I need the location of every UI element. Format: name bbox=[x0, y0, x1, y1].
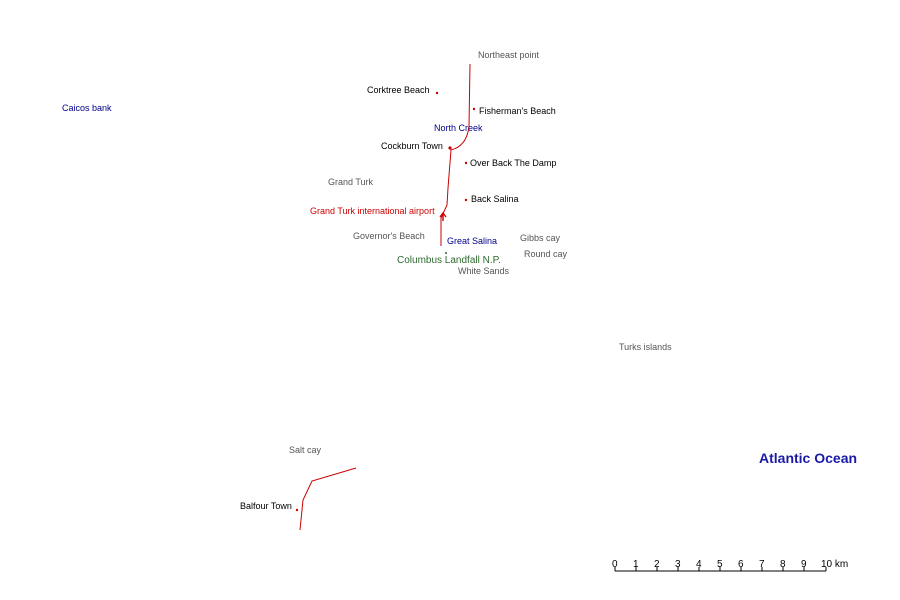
scale-tick-label: 5 bbox=[717, 559, 723, 570]
airport-label[interactable]: Grand Turk international airport bbox=[310, 206, 435, 216]
scale-tick-label: 2 bbox=[654, 559, 660, 570]
fishermans-beach-marker bbox=[472, 107, 476, 111]
salt-cay-road bbox=[299, 467, 357, 531]
over-back-the-damp-marker bbox=[464, 161, 468, 165]
grand-turk-road bbox=[440, 63, 471, 246]
back-salina-marker bbox=[464, 198, 468, 202]
airport-icon bbox=[439, 211, 447, 221]
cockburn-town-marker bbox=[448, 146, 452, 150]
back-salina-label[interactable]: Back Salina bbox=[471, 194, 519, 204]
over-back-the-damp-label[interactable]: Over Back The Damp bbox=[470, 158, 557, 168]
scale-tick-label: 1 bbox=[633, 559, 639, 570]
scale-bar bbox=[614, 567, 827, 572]
grand-turk-label: Grand Turk bbox=[328, 177, 374, 187]
scale-tick-label: 0 bbox=[612, 559, 618, 570]
corktree-beach-label[interactable]: Corktree Beach bbox=[367, 85, 430, 95]
scale-tick-label: 8 bbox=[780, 559, 786, 570]
balfour-town-label[interactable]: Balfour Town bbox=[240, 501, 292, 511]
columbus-landfall-marker bbox=[445, 252, 447, 254]
gibbs-cay-label: Gibbs cay bbox=[520, 233, 561, 243]
turks-islands-label: Turks islands bbox=[619, 342, 672, 352]
scale-tick-label: 7 bbox=[759, 559, 765, 570]
great-salina-label: Great Salina bbox=[447, 236, 498, 246]
scale-tick-label: 9 bbox=[801, 559, 807, 570]
balfour-town-marker bbox=[295, 508, 299, 512]
governors-beach-label: Governor's Beach bbox=[353, 231, 425, 241]
corktree-beach-marker bbox=[435, 91, 439, 95]
scale-tick-label: 3 bbox=[675, 559, 681, 570]
fishermans-beach-label[interactable]: Fisherman's Beach bbox=[479, 106, 556, 116]
scale-tick-label: 4 bbox=[696, 559, 702, 570]
round-cay-label: Round cay bbox=[524, 249, 568, 259]
north-creek-label: North Creek bbox=[434, 123, 483, 133]
white-sands-label: White Sands bbox=[458, 266, 510, 276]
northeast-point-label: Northeast point bbox=[478, 50, 540, 60]
scale-tick-label: 10 km bbox=[821, 559, 849, 570]
atlantic-ocean-label: Atlantic Ocean bbox=[759, 450, 858, 466]
cockburn-town-label[interactable]: Cockburn Town bbox=[381, 141, 443, 151]
caicos-bank-label: Caicos bank bbox=[62, 103, 112, 113]
scale-tick-label: 6 bbox=[738, 559, 744, 570]
salt-cay-label: Salt cay bbox=[289, 445, 322, 455]
columbus-landfall-np-label[interactable]: Columbus Landfall N.P. bbox=[397, 255, 501, 266]
